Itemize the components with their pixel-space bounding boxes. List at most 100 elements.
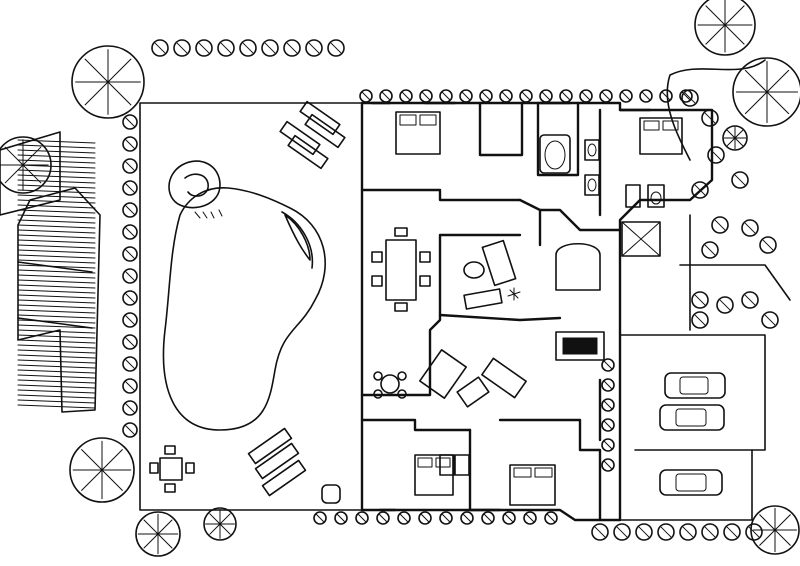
shrub-icon	[399, 89, 413, 103]
table-icon	[371, 227, 431, 312]
tree-icon	[722, 125, 748, 151]
tree-icon	[135, 511, 181, 557]
shrub-icon	[122, 114, 138, 130]
shrub-icon	[217, 39, 235, 57]
garden-boundary	[139, 102, 363, 511]
shrub-icon	[591, 523, 609, 541]
shrub-icon	[283, 39, 301, 57]
shrub-icon	[459, 89, 473, 103]
shrub-icon	[305, 39, 323, 57]
shrub-icon	[701, 523, 719, 541]
tree-icon	[694, 0, 756, 56]
car-icon	[664, 372, 726, 399]
shrub-icon	[707, 146, 725, 164]
shrub-icon	[481, 511, 495, 525]
shrub-icon	[151, 39, 169, 57]
shrub-icon	[122, 202, 138, 218]
shrub-icon	[397, 511, 411, 525]
shrub-icon	[601, 458, 615, 472]
shrub-icon	[122, 422, 138, 438]
tree-icon	[69, 437, 135, 503]
shrub-icon	[761, 311, 779, 329]
tree-icon	[203, 507, 237, 541]
shrub-icon	[635, 523, 653, 541]
shrub-icon	[601, 418, 615, 432]
bed-icon	[395, 111, 441, 155]
shrub-icon	[502, 511, 516, 525]
shrub-icon	[122, 356, 138, 372]
bed-icon	[509, 464, 556, 506]
shrub-icon	[659, 89, 673, 103]
deck-boardwalk	[0, 131, 101, 413]
shrub-icon	[239, 39, 257, 57]
shrub-icon	[499, 89, 513, 103]
shrub-icon	[261, 39, 279, 57]
house-walls	[360, 101, 714, 522]
shrub-icon	[745, 523, 763, 541]
shrub-icon	[601, 358, 615, 372]
shrub-icon	[691, 311, 709, 329]
shrub-icon	[619, 89, 633, 103]
shrub-icon	[460, 511, 474, 525]
shrub-icon	[599, 89, 613, 103]
shrub-icon	[313, 511, 327, 525]
shrub-icon	[327, 39, 345, 57]
windows	[370, 101, 652, 512]
car-icon	[659, 469, 723, 496]
shrub-icon	[195, 39, 213, 57]
shrub-icon	[122, 136, 138, 152]
shrub-icon	[691, 291, 709, 309]
bed-icon	[639, 117, 683, 155]
tree-icon	[71, 45, 145, 119]
shrub-icon	[359, 89, 373, 103]
shrub-icon	[701, 109, 719, 127]
shrub-icon	[122, 246, 138, 262]
shrub-icon	[122, 180, 138, 196]
shrub-icon	[601, 438, 615, 452]
shrub-icon	[439, 89, 453, 103]
tree-icon	[732, 57, 800, 127]
table-icon	[149, 445, 195, 493]
shrub-icon	[544, 511, 558, 525]
shrub-icon	[601, 378, 615, 392]
shrub-icon	[122, 400, 138, 416]
shrub-icon	[523, 511, 537, 525]
shrub-icon	[439, 511, 453, 525]
shrub-icon	[122, 334, 138, 350]
shrub-icon	[479, 89, 493, 103]
shrub-icon	[731, 171, 749, 189]
shrub-icon	[711, 216, 729, 234]
shrub-icon	[122, 312, 138, 328]
shrub-icon	[376, 511, 390, 525]
shrub-icon	[681, 89, 699, 107]
lounger-icon	[247, 427, 307, 497]
shower	[621, 221, 661, 257]
shrub-icon	[613, 523, 631, 541]
shrub-icon	[122, 378, 138, 394]
tree-icon	[750, 505, 800, 555]
shrub-icon	[657, 523, 675, 541]
shrub-icon	[419, 89, 433, 103]
shrub-icon	[716, 296, 734, 314]
shrub-icon	[741, 291, 759, 309]
shrub-icon	[701, 241, 719, 259]
garage	[619, 334, 766, 521]
shrub-icon	[539, 89, 553, 103]
lounger-icon	[279, 100, 346, 170]
shrub-icon	[173, 39, 191, 57]
bathtub	[539, 134, 571, 174]
shrub-icon	[122, 268, 138, 284]
kitchen-island	[419, 331, 605, 408]
shrub-icon	[723, 523, 741, 541]
living-room-furniture	[463, 239, 601, 310]
shrub-icon	[579, 89, 593, 103]
car-icon	[659, 404, 725, 431]
shrub-icon	[601, 398, 615, 412]
sink-fixtures	[321, 139, 665, 504]
table-icon	[373, 371, 407, 399]
shrub-icon	[639, 89, 653, 103]
shrub-icon	[334, 511, 348, 525]
driveway-edge	[666, 59, 791, 331]
shrub-icon	[519, 89, 533, 103]
shrub-icon	[559, 89, 573, 103]
